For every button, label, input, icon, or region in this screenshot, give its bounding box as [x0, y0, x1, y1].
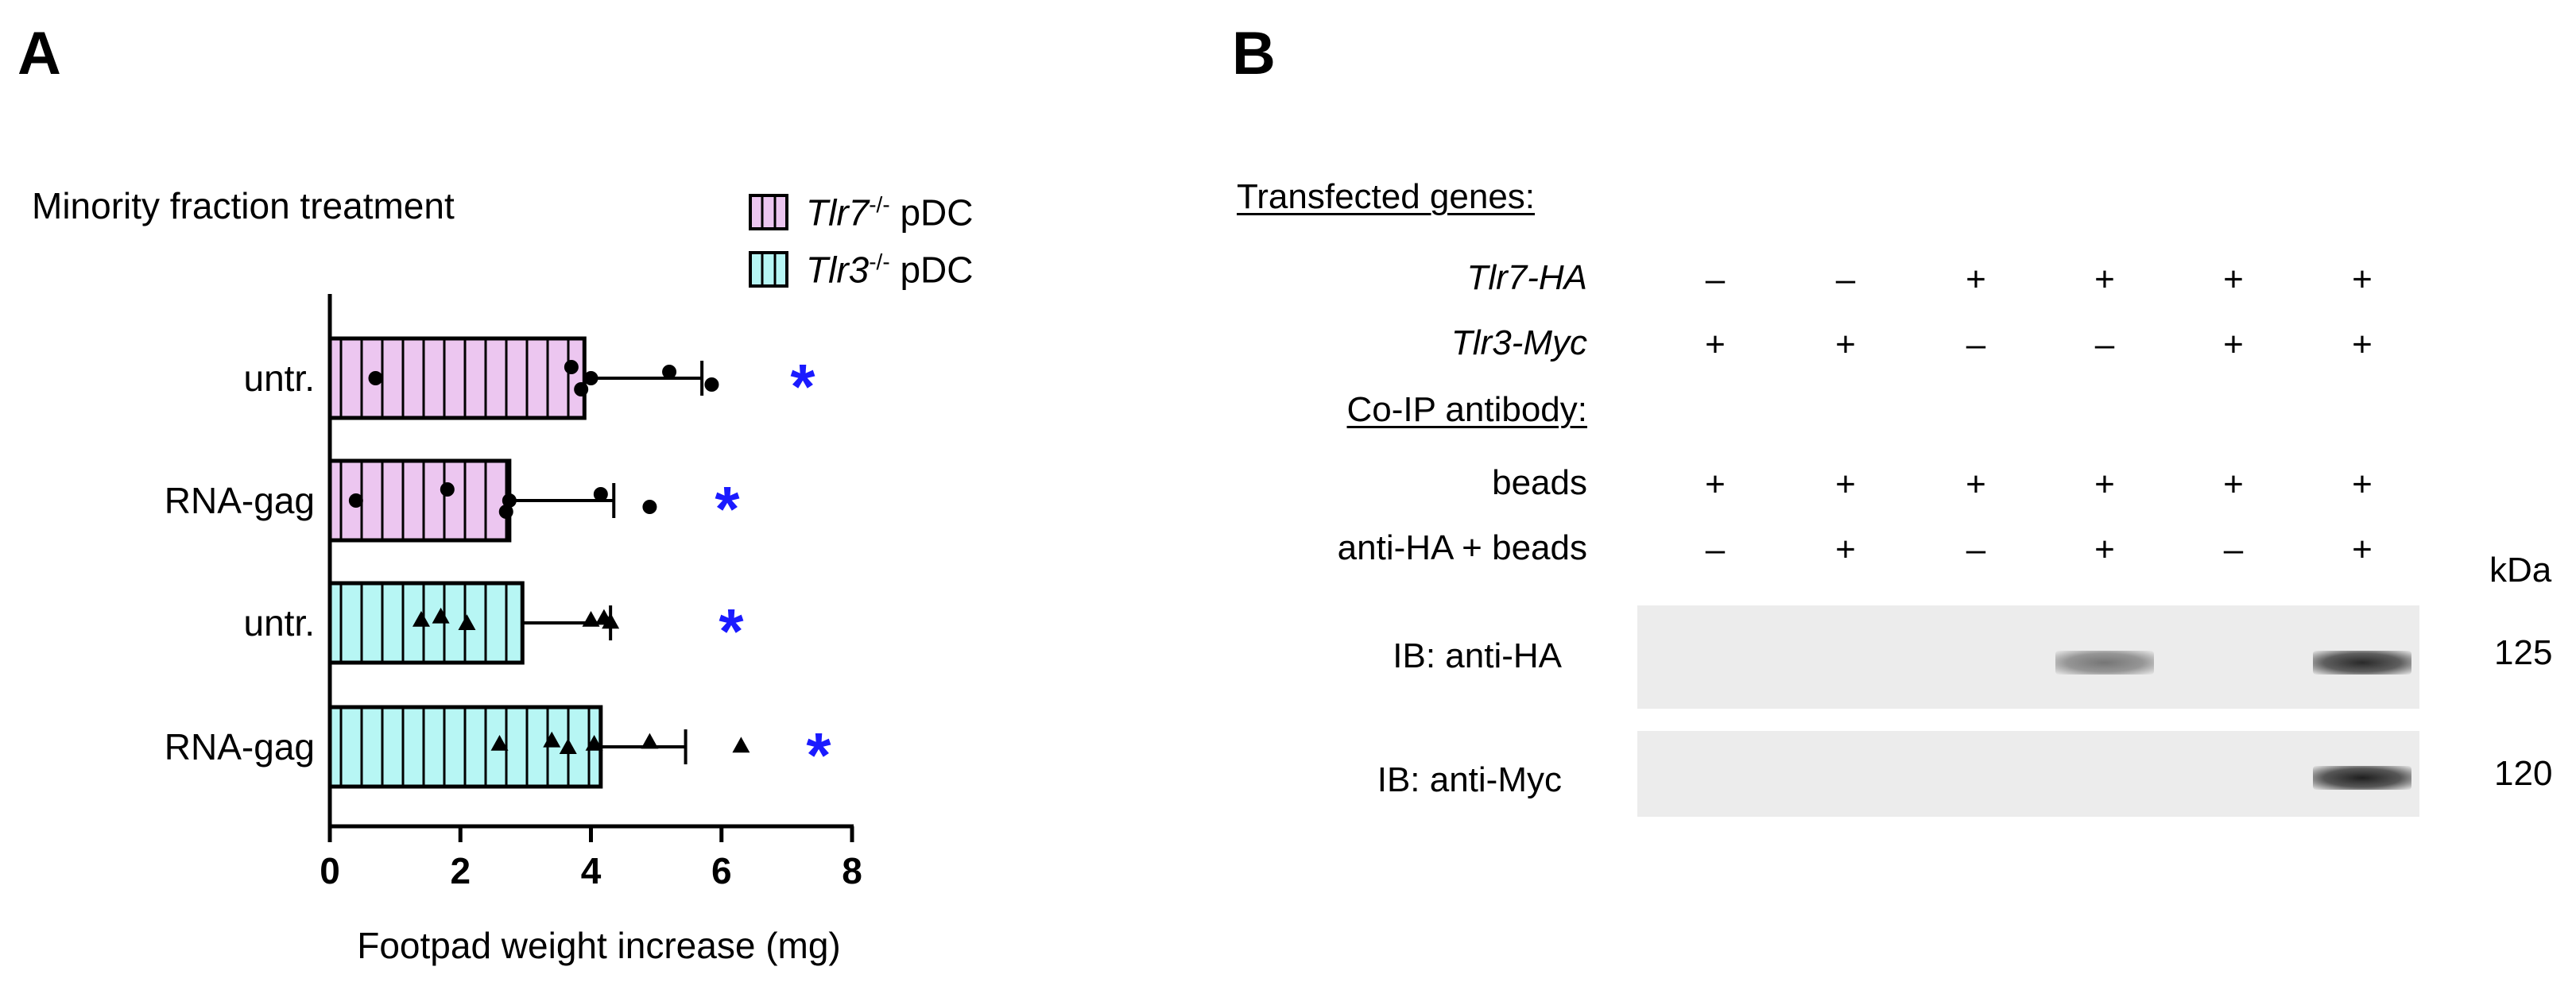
- data-point-2-5: [602, 613, 620, 629]
- row-label-beads: beads: [1492, 463, 1587, 502]
- data-point-0-2: [574, 382, 589, 396]
- legend-sup-tlr3: -/-: [869, 249, 890, 275]
- plus-sign-r1-c0: +: [1705, 325, 1726, 364]
- plus-sign-r2-c4: +: [2223, 465, 2244, 504]
- data-point-3-4: [641, 733, 659, 749]
- row-label-anti-ha-beads: anti-HA + beads: [1337, 528, 1587, 567]
- data-point-3-2: [559, 738, 577, 754]
- data-point-0-3: [583, 371, 598, 385]
- row-label-tlr7-ha: Tlr7-HA: [1466, 258, 1587, 297]
- plus-sign-r2-c3: +: [2094, 465, 2115, 504]
- legend-swatch-tlr3: [749, 251, 788, 288]
- legend-swatch-tlr7: [749, 194, 788, 231]
- legend-gene-tlr7: Tlr7: [806, 191, 870, 234]
- legend-item-tlr3: Tlr3-/- pDC: [749, 251, 973, 288]
- data-point-3-5: [732, 737, 750, 753]
- legend: Tlr7-/- pDC Tlr3-/- pDC: [749, 194, 973, 288]
- data-point-1-4: [593, 487, 608, 501]
- data-point-2-1: [432, 607, 450, 624]
- panel-label-a: A: [17, 20, 61, 87]
- plus-sign-r2-c0: +: [1705, 465, 1726, 504]
- plus-sign-r1-c5: +: [2352, 325, 2373, 364]
- data-point-1-3: [502, 493, 517, 508]
- category-label-0: untr.: [243, 358, 315, 399]
- plus-sign-r1-c1: +: [1835, 325, 1856, 364]
- significance-star-1: *: [715, 474, 740, 544]
- plus-sign-r0-c3: +: [2094, 260, 2115, 299]
- significance-star-2: *: [719, 596, 744, 667]
- minus-sign-r3-c4: –: [2223, 530, 2244, 569]
- plus-sign-r3-c5: +: [2352, 530, 2373, 569]
- data-point-2-0: [412, 611, 430, 627]
- category-label-2: untr.: [243, 602, 315, 644]
- kda-marker-120: 120: [2494, 754, 2553, 793]
- plus-sign-r3-c1: +: [1835, 530, 1856, 569]
- blot-band-0-lane-3: [2055, 650, 2154, 675]
- data-point-1-5: [642, 500, 657, 514]
- blot-anti-ha: [1637, 605, 2419, 709]
- x-tick-label-0: 0: [320, 850, 340, 891]
- legend-suffix-tlr3: pDC: [889, 249, 974, 291]
- plus-sign-r0-c5: +: [2352, 260, 2373, 299]
- transfected-genes-header: Transfected genes:: [1237, 177, 1536, 216]
- legend-sup-tlr7: -/-: [869, 192, 890, 217]
- significance-star-0: *: [790, 351, 815, 422]
- legend-item-tlr7: Tlr7-/- pDC: [749, 194, 973, 230]
- minus-sign-r1-c3: –: [2094, 325, 2115, 364]
- plus-sign-r2-c1: +: [1835, 465, 1856, 504]
- significance-star-3: *: [806, 720, 831, 791]
- blot-label-anti-myc: IB: anti-Myc: [1377, 760, 1562, 799]
- row-label-tlr3-myc: Tlr3-Myc: [1451, 323, 1587, 362]
- minus-sign-r3-c2: –: [1966, 530, 1986, 569]
- plus-sign-r3-c3: +: [2094, 530, 2115, 569]
- kda-label: kDa: [2489, 551, 2552, 590]
- coip-antibody-header: Co-IP antibody:: [1346, 390, 1587, 429]
- plus-sign-r2-c5: +: [2352, 465, 2373, 504]
- plus-sign-r1-c4: +: [2223, 325, 2244, 364]
- panel-label-b: B: [1232, 20, 1276, 87]
- data-point-1-0: [348, 493, 363, 508]
- x-tick-label-4: 8: [842, 850, 862, 891]
- bar-0: [327, 336, 587, 420]
- x-tick-label-2: 4: [581, 850, 602, 891]
- data-point-3-0: [490, 735, 509, 751]
- data-point-1-1: [440, 482, 455, 497]
- minus-sign-r0-c0: –: [1705, 260, 1726, 299]
- data-point-2-2: [458, 614, 476, 630]
- x-axis-title: Footpad weight increase (mg): [357, 925, 841, 966]
- blot-label-anti-ha: IB: anti-HA: [1393, 636, 1562, 675]
- minus-sign-r0-c1: –: [1835, 260, 1856, 299]
- kda-marker-125: 125: [2494, 633, 2553, 672]
- data-point-3-3: [585, 735, 603, 751]
- data-point-0-5: [704, 377, 719, 392]
- data-point-2-3: [582, 611, 600, 627]
- data-point-0-0: [368, 371, 383, 385]
- category-label-1: RNA-gag: [165, 480, 315, 521]
- x-tick-label-3: 6: [711, 850, 732, 891]
- minus-sign-r3-c0: –: [1705, 530, 1726, 569]
- plus-sign-r2-c2: +: [1966, 465, 1986, 504]
- blot-band-1-lane-5: [2313, 766, 2411, 791]
- plus-sign-r0-c2: +: [1966, 260, 1986, 299]
- category-label-3: RNA-gag: [165, 726, 315, 768]
- chart-subtitle: Minority fraction treatment: [32, 185, 455, 226]
- plus-sign-r0-c4: +: [2223, 260, 2244, 299]
- data-point-0-4: [662, 365, 677, 379]
- bar-chart: untr. * RNA-gag * untr. * RNA-gag * 0 2 4 6 8Footpad…: [165, 294, 862, 966]
- blot-anti-myc: [1637, 731, 2419, 817]
- legend-gene-tlr3: Tlr3: [806, 249, 870, 291]
- legend-suffix-tlr7: pDC: [889, 191, 974, 234]
- blot-band-0-lane-5: [2313, 650, 2411, 675]
- minus-sign-r1-c2: –: [1966, 325, 1986, 364]
- data-point-0-1: [564, 360, 579, 374]
- data-point-3-1: [543, 731, 561, 748]
- data-point-1-2: [498, 505, 513, 519]
- x-tick-label-1: 2: [450, 850, 471, 891]
